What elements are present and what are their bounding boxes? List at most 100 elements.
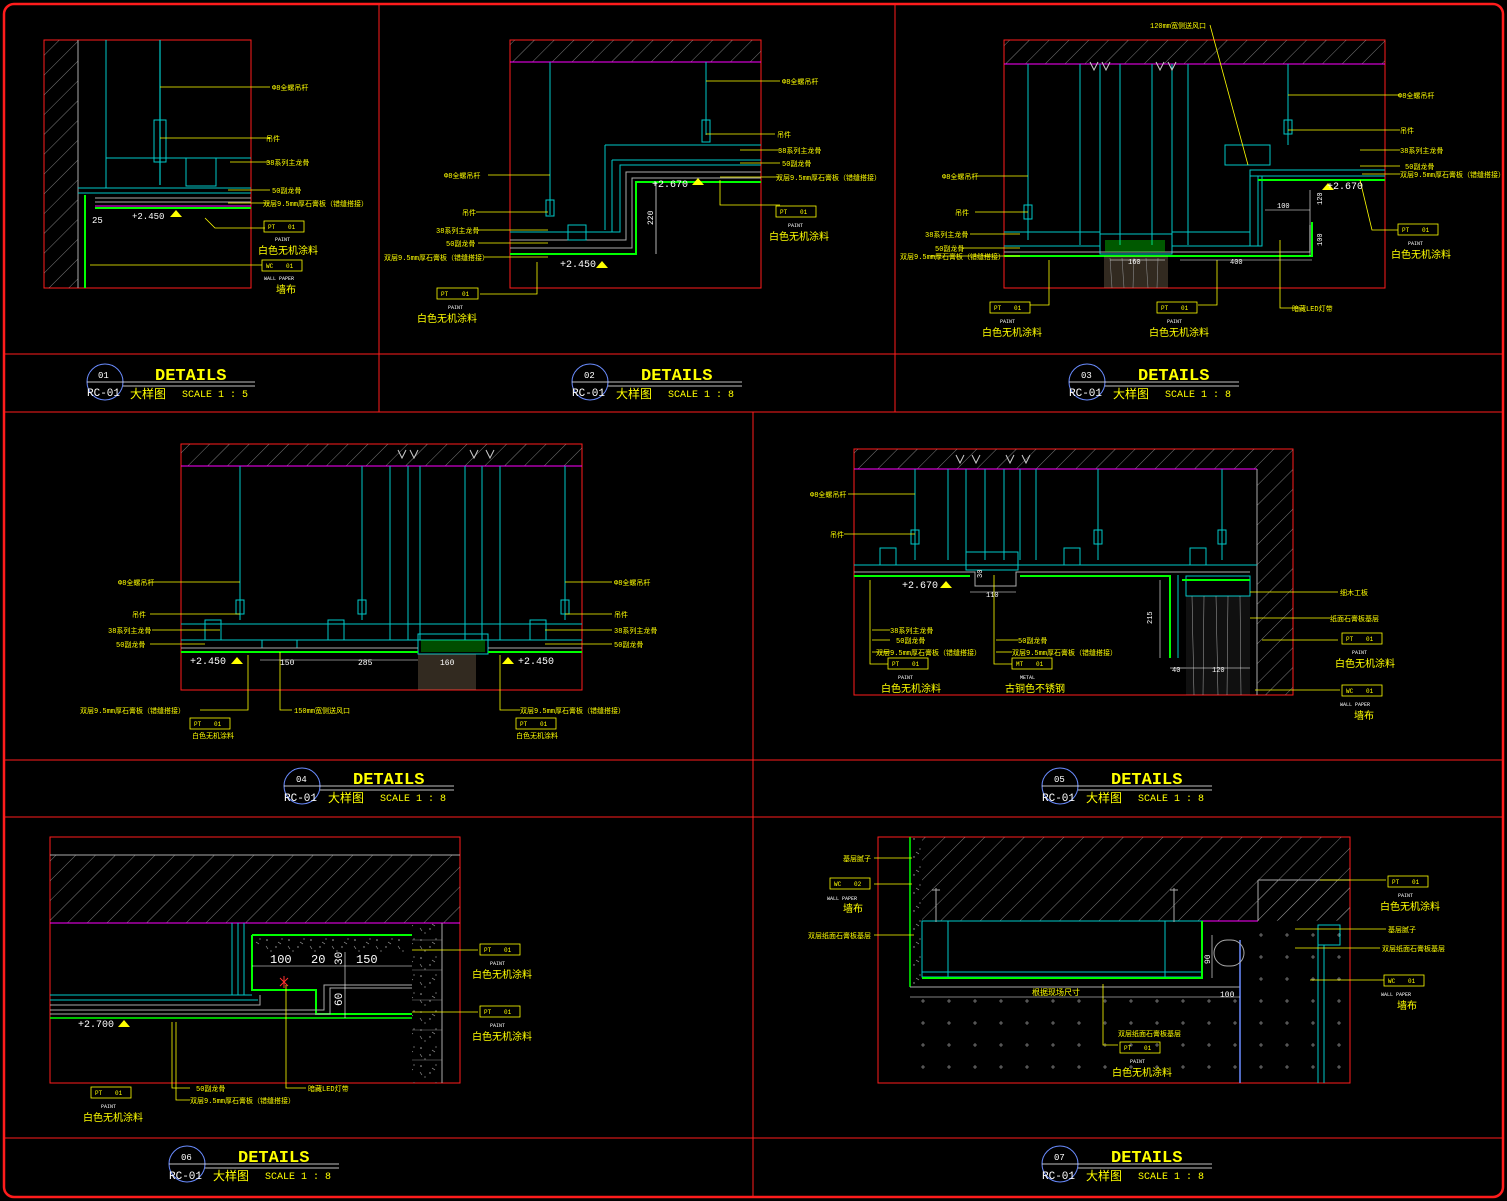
title-07-title: DETAILS [1111, 1149, 1182, 1168]
title-07-subtitle: 大样图 [1086, 1168, 1122, 1183]
d05-note-mid-1: 50副龙骨 [1018, 636, 1047, 646]
title-07-code: RC-01 [1042, 1171, 1075, 1183]
title-block-05: 05 RC-01 DETAILS 大样图 SCALE 1 : 8 [1041, 767, 1212, 805]
detail-04-annotations: Φ8全螺吊杆 吊件 38系列主龙骨 50副龙骨 Φ8全螺吊杆 吊件 38系列主龙… [80, 578, 657, 741]
d07-dim-1: 90 [1204, 954, 1213, 964]
detail-01-annotations: Φ8全螺吊杆 吊件 38系列主龙骨 50副龙骨 双层9.5mm厚石膏板（错缝搭接… [92, 83, 368, 296]
d05-tag-4-num: 01 [1366, 688, 1374, 695]
d03-dim-5: 400 [1230, 259, 1243, 267]
d05-tag-2-code: MT [1016, 661, 1024, 668]
d04-note-left-1: Φ8全螺吊杆 [118, 578, 154, 588]
d07-tag-1-code: WC [834, 881, 842, 888]
d07-note-right-2: 双层纸面石膏板基层 [1382, 944, 1445, 954]
d05-note-bottom-3: 双层9.5mm厚石膏板（错缝搭接） [876, 648, 981, 658]
d06-tag-2-code: PT [484, 1009, 492, 1016]
d06-note-1: 50副龙骨 [196, 1084, 225, 1094]
title-02-subtitle: 大样图 [616, 386, 652, 401]
title-03-code: RC-01 [1069, 388, 1102, 400]
d02-level-1: +2.670 [652, 180, 688, 191]
d03-tag-2-desc: 白色无机涂料 [982, 326, 1042, 339]
d02-level-2: +2.450 [560, 260, 596, 271]
d03-tag-3-code: PT [1161, 305, 1169, 312]
title-05-scale: SCALE 1 : 8 [1138, 794, 1204, 805]
d04-dim-2: 285 [358, 659, 373, 668]
d05-dim-5: 120 [1212, 667, 1225, 675]
d04-tag-2-desc: 白色无机涂料 [516, 731, 558, 741]
d07-tag-3-code: WC [1388, 978, 1396, 985]
d07-tag-4-code: PT [1124, 1045, 1132, 1052]
d06-note-2: 双层9.5mm厚石膏板（错缝搭接） [190, 1096, 295, 1106]
d02-note-right-4: 50副龙骨 [782, 159, 811, 169]
d05-tag-3-desc: 白色无机涂料 [1335, 657, 1395, 670]
d02-tag-2-label: PAINT [788, 223, 803, 229]
d01-note-3: 38系列主龙骨 [266, 158, 309, 168]
d01-tag-1-num: 01 [288, 224, 296, 231]
d06-tag-3-desc: 白色无机涂料 [83, 1111, 143, 1124]
d01-tag-2-num: 01 [286, 263, 294, 270]
d05-dim-4: 40 [1172, 667, 1180, 675]
d04-level-2: +2.450 [518, 657, 554, 668]
detail-03-drawing [930, 24, 1400, 309]
title-06-code: RC-01 [169, 1171, 202, 1183]
d03-tag-2-num: 01 [1014, 305, 1022, 312]
d01-note-2: 吊件 [266, 134, 280, 144]
title-03-subtitle: 大样图 [1113, 386, 1149, 401]
d02-note-right-3: 38系列主龙骨 [778, 146, 821, 156]
title-07-scale: SCALE 1 : 8 [1138, 1172, 1204, 1183]
d06-dim-2: 20 [311, 953, 325, 967]
d06-tag-1-code: PT [484, 947, 492, 954]
d01-tag-1-desc: 白色无机涂料 [258, 244, 318, 257]
d04-tag-2-num: 01 [540, 721, 548, 728]
d01-tag-1-label: PAINT [275, 237, 290, 243]
d05-dim-2: 110 [986, 592, 999, 600]
d06-tag-2-num: 01 [504, 1009, 512, 1016]
d02-tag-2-code: PT [780, 209, 788, 216]
d03-tag-1-desc: 白色无机涂料 [1391, 248, 1451, 261]
d02-tag-1-desc: 白色无机涂料 [417, 312, 477, 325]
d02-tag-2-desc: 白色无机涂料 [769, 230, 829, 243]
d06-tag-1-num: 01 [504, 947, 512, 954]
d04-level-1: +2.450 [190, 657, 226, 668]
d03-dim-4: 160 [1128, 259, 1141, 267]
d07-tag-2-num: 01 [1412, 879, 1420, 886]
title-06-num: 06 [181, 1153, 192, 1163]
d05-note-bottom-1: 38系列主龙骨 [890, 626, 933, 636]
d04-tag-2-code: PT [520, 721, 528, 728]
d07-note-left-1: 基层腻子 [843, 854, 871, 864]
title-05-title: DETAILS [1111, 771, 1182, 790]
d02-dim-1: 220 [647, 210, 656, 225]
d05-level: +2.670 [902, 581, 938, 592]
title-01-code: RC-01 [87, 388, 120, 400]
title-04-subtitle: 大样图 [328, 790, 364, 805]
d05-note-left-1: Φ8全螺吊杆 [810, 490, 846, 500]
detail-05-drawing [844, 449, 1340, 696]
d01-note-5: 双层9.5mm厚石膏板（错缝搭接） [263, 199, 368, 209]
detail-02-annotations: Φ8全螺吊杆 吊件 38系列主龙骨 50副龙骨 双层9.5mm厚石膏板（错缝搭接… [384, 77, 881, 325]
title-07-num: 07 [1054, 1153, 1065, 1163]
title-block-01: 01 RC-01 DETAILS 大样图 SCALE 1 : 5 [86, 363, 255, 401]
title-block-02: 02 RC-01 DETAILS 大样图 SCALE 1 : 8 [571, 363, 742, 401]
d05-tag-3-label: PAINT [1352, 650, 1367, 656]
title-block-06: 06 RC-01 DETAILS 大样图 SCALE 1 : 8 [168, 1145, 339, 1183]
d04-note-right-1: Φ8全螺吊杆 [614, 578, 650, 588]
d04-note-bottom-right: 双层9.5mm厚石膏板（错缝搭接） [520, 706, 625, 716]
d05-tag-1-desc: 白色无机涂料 [881, 682, 941, 695]
d06-note-led: 暗藏LED灯带 [308, 1084, 349, 1094]
d03-tag-3-num: 01 [1181, 305, 1189, 312]
title-05-subtitle: 大样图 [1086, 790, 1122, 805]
d03-tag-3-desc: 白色无机涂料 [1149, 326, 1209, 339]
title-04-code: RC-01 [284, 793, 317, 805]
title-06-subtitle: 大样图 [213, 1168, 249, 1183]
d03-dim-2: 120 [1317, 192, 1325, 205]
title-02-title: DETAILS [641, 367, 712, 386]
d03-tag-2-label: PAINT [1000, 319, 1015, 325]
d05-tag-1-label: PAINT [898, 675, 913, 681]
title-06-scale: SCALE 1 : 8 [265, 1172, 331, 1183]
d07-tag-4-desc: 白色无机涂料 [1112, 1066, 1172, 1079]
title-03-title: DETAILS [1138, 367, 1209, 386]
d04-dim-1: 150 [280, 659, 295, 668]
detail-05-annotations: Φ8全螺吊杆 吊件 38系列主龙骨 50副龙骨 双层9.5mm厚石膏板（错缝搭接… [810, 490, 1395, 722]
d03-note-left-2: 吊件 [955, 208, 969, 218]
